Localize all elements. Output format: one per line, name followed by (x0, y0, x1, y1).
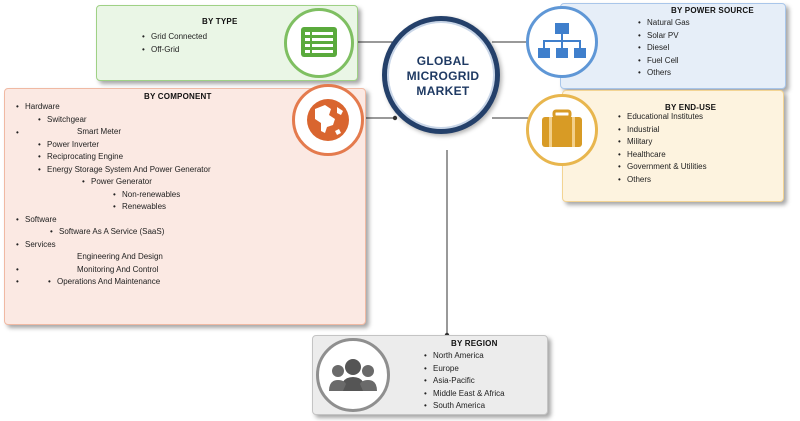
list-item: Switchgear (38, 114, 211, 127)
list-item: Monitoring And Control (77, 264, 159, 274)
list-item: Government & Utilities (618, 161, 707, 174)
list-icon (301, 27, 337, 57)
list-item: Reciprocating Engine (38, 151, 211, 164)
by-component-title: BY COMPONENT (144, 92, 212, 101)
center-title: GLOBAL MICROGRID MARKET (384, 54, 502, 99)
list-item: Middle East & Africa (424, 388, 505, 401)
by-power-source-title: BY POWER SOURCE (671, 6, 754, 15)
list-item: Military (618, 136, 707, 149)
by-region-icon-circle (316, 338, 390, 412)
by-power-source-list: Natural Gas Solar PV Diesel Fuel Cell Ot… (638, 17, 690, 80)
list-item: Industrial (618, 124, 707, 137)
list-item: Asia-Pacific (424, 375, 505, 388)
list-item: Diesel (638, 42, 690, 55)
list-item: Smart Meter (77, 127, 122, 136)
list-item: Energy Storage System And Power Generato… (38, 164, 211, 177)
suitcase-icon (542, 109, 582, 147)
center-title-line3: MARKET (416, 84, 470, 98)
by-component-icon-circle (292, 84, 364, 156)
list-item: Software (16, 214, 211, 227)
center-circle (382, 16, 500, 134)
center-title-line1: GLOBAL (416, 54, 470, 68)
people-icon (329, 359, 377, 391)
by-region-list: North America Europe Asia-Pacific Middle… (424, 350, 505, 413)
list-item: Educational Institutes (618, 111, 707, 124)
list-item: Renewables (113, 201, 211, 214)
list-item: North America (424, 350, 505, 363)
center-title-line2: MICROGRID (406, 69, 480, 83)
by-type-list: Grid Connected Off-Grid (142, 31, 207, 57)
list-item: Fuel Cell (638, 55, 690, 68)
by-component-list: Hardware Switchgear Smart Meter Power In… (16, 101, 211, 289)
list-item: Non-renewables (113, 189, 211, 202)
list-item: Healthcare (618, 149, 707, 162)
list-item: Software As A Service (SaaS) (50, 226, 211, 239)
by-end-use-title: BY END-USE (665, 103, 717, 112)
by-end-use-icon-circle (526, 94, 598, 166)
by-type-title: BY TYPE (202, 17, 238, 26)
list-item: Off-Grid (142, 44, 207, 57)
list-item: South America (424, 400, 505, 413)
list-item: Others (618, 174, 707, 187)
list-item: Services (16, 239, 211, 252)
list-item: Grid Connected (142, 31, 207, 44)
hierarchy-icon (538, 23, 586, 58)
list-item: Natural Gas (638, 17, 690, 30)
by-region-title: BY REGION (451, 339, 498, 348)
list-item: Europe (424, 363, 505, 376)
list-item: Power Generator (82, 176, 211, 189)
list-item: Power Inverter (38, 139, 211, 152)
by-end-use-box: BY END-USE Educational Institutes Indust… (562, 90, 784, 202)
list-item: Engineering And Design (77, 252, 163, 261)
by-end-use-list: Educational Institutes Industrial Milita… (618, 111, 707, 187)
list-item: Others (638, 67, 690, 80)
list-item: Solar PV (638, 30, 690, 43)
list-item: Operations And Maintenance (48, 276, 211, 289)
by-type-icon-circle (284, 8, 354, 78)
globe-icon (307, 99, 349, 141)
by-power-source-icon-circle (526, 6, 598, 78)
list-item: Hardware (16, 101, 211, 114)
